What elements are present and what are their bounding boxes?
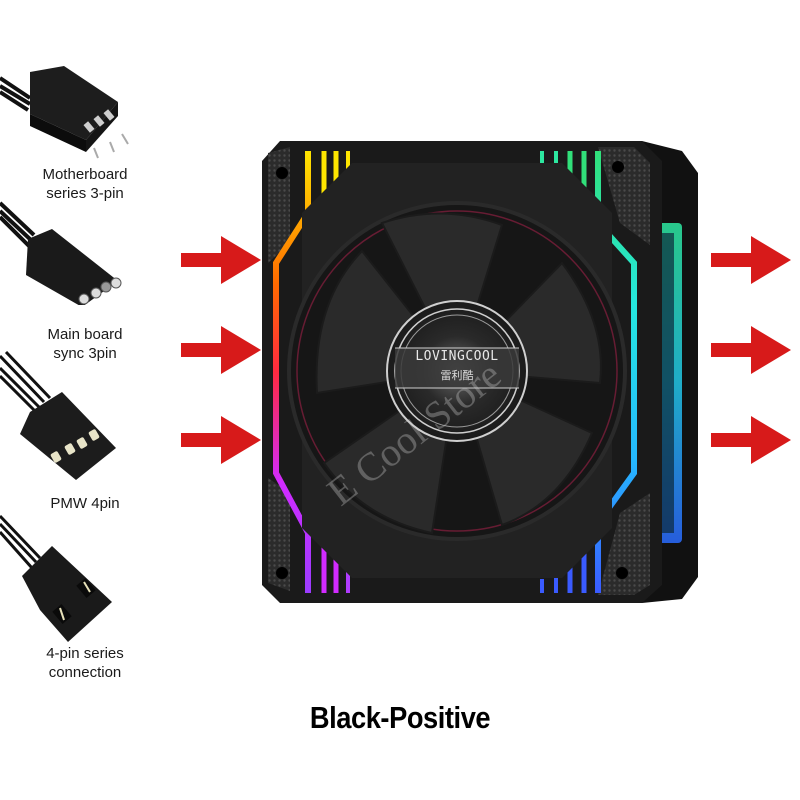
airflow-inlet-arrow-icon <box>181 236 261 284</box>
rgb-3pin-connector-icon <box>0 30 130 160</box>
airflow-inlet-arrow-icon <box>181 326 261 374</box>
product-variant-caption: Black-Positive <box>309 700 491 735</box>
airflow-inlet-arrow-icon <box>181 416 261 464</box>
connector-label-motherboard-3pin: Motherboard series 3-pin <box>42 166 128 202</box>
rgb-case-fan-image: LOVINGCOOL 雷利酷 <box>262 133 702 603</box>
fan-brand-cn: 雷利酷 <box>440 369 474 382</box>
fan-brand-logo: LOVINGCOOL <box>415 349 499 364</box>
connector-label-main-board-sync: Main board sync 3pin <box>47 326 123 362</box>
sync-3pin-4hole-connector-icon <box>0 350 130 480</box>
connector-label-pwm-4pin: PMW 4pin <box>50 495 120 512</box>
airflow-outlet-arrow-icon <box>711 326 791 374</box>
connector-label-4pin-series: 4-pin series connection <box>46 645 124 681</box>
sync-3pin-connector-icon <box>0 195 130 305</box>
4pin-series-connector-icon <box>0 510 130 645</box>
airflow-outlet-arrow-icon <box>711 416 791 464</box>
airflow-outlet-arrow-icon <box>711 236 791 284</box>
